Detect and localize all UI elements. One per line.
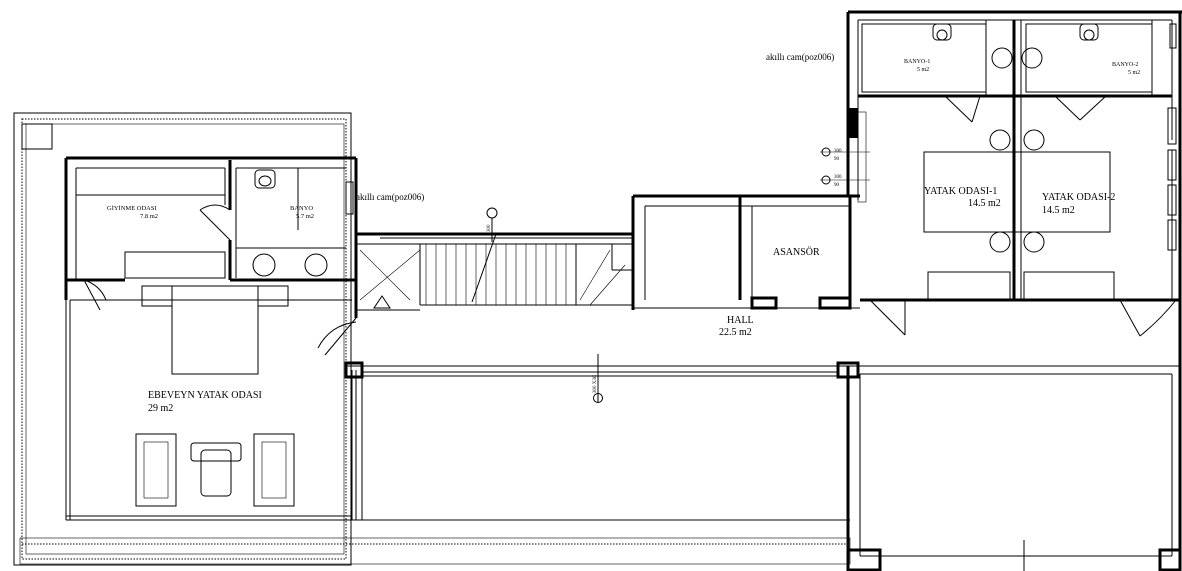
hall-walls bbox=[344, 307, 860, 521]
banyo-area: 5.7 m2 bbox=[296, 213, 314, 220]
banyo1-area: 5 m2 bbox=[917, 67, 929, 73]
asansor-name: ASANSÖR bbox=[773, 246, 820, 258]
yatak2-area: 14.5 m2 bbox=[1042, 205, 1075, 216]
terrace-right bbox=[846, 365, 1182, 571]
glass-note-left: akıllı cam(poz006) bbox=[356, 192, 424, 202]
elevator-block bbox=[631, 194, 860, 310]
yatak1-area: 14.5 m2 bbox=[968, 198, 1001, 209]
room-labels: GİYİNME ODASI 7.8 m2 BANYO 5.7 m2 EBEVEY… bbox=[107, 59, 1140, 414]
dim-300-a: 300 bbox=[834, 149, 842, 154]
glass-note-top: akıllı cam(poz006) bbox=[766, 52, 834, 62]
banyo2-name: BANYO-2 bbox=[1112, 62, 1138, 68]
banyo2-area: 5 m2 bbox=[1128, 70, 1140, 76]
giyinme-name: GİYİNME ODASI bbox=[107, 205, 157, 212]
dim-90-a: 90 bbox=[834, 157, 840, 162]
ebeveyn-area: 29 m2 bbox=[148, 403, 173, 414]
banyo-name: BANYO bbox=[290, 205, 313, 212]
terrace-border bbox=[13, 112, 851, 566]
annotations: akıllı cam(poz006) akıllı cam(poz006) 30… bbox=[356, 52, 842, 393]
bedroom-wing-walls bbox=[820, 10, 1182, 571]
section-mark: 300 X3C bbox=[593, 374, 598, 393]
hall-name: HALL bbox=[727, 315, 754, 326]
staircase bbox=[355, 207, 632, 311]
ebeveyn-name: EBEVEYN YATAK ODASI bbox=[148, 390, 262, 401]
hall-area: 22.5 m2 bbox=[719, 327, 752, 338]
banyo1-name: BANYO-1 bbox=[904, 59, 930, 65]
dim-90-b: 90 bbox=[834, 183, 840, 188]
dim-300-stair: 300 bbox=[487, 224, 492, 232]
yatak2-name: YATAK ODASI-2 bbox=[1042, 192, 1115, 203]
dim-300-b: 300 bbox=[834, 175, 842, 180]
giyinme-area: 7.8 m2 bbox=[140, 213, 158, 220]
yatak1-name: YATAK ODASI-1 bbox=[924, 186, 997, 197]
